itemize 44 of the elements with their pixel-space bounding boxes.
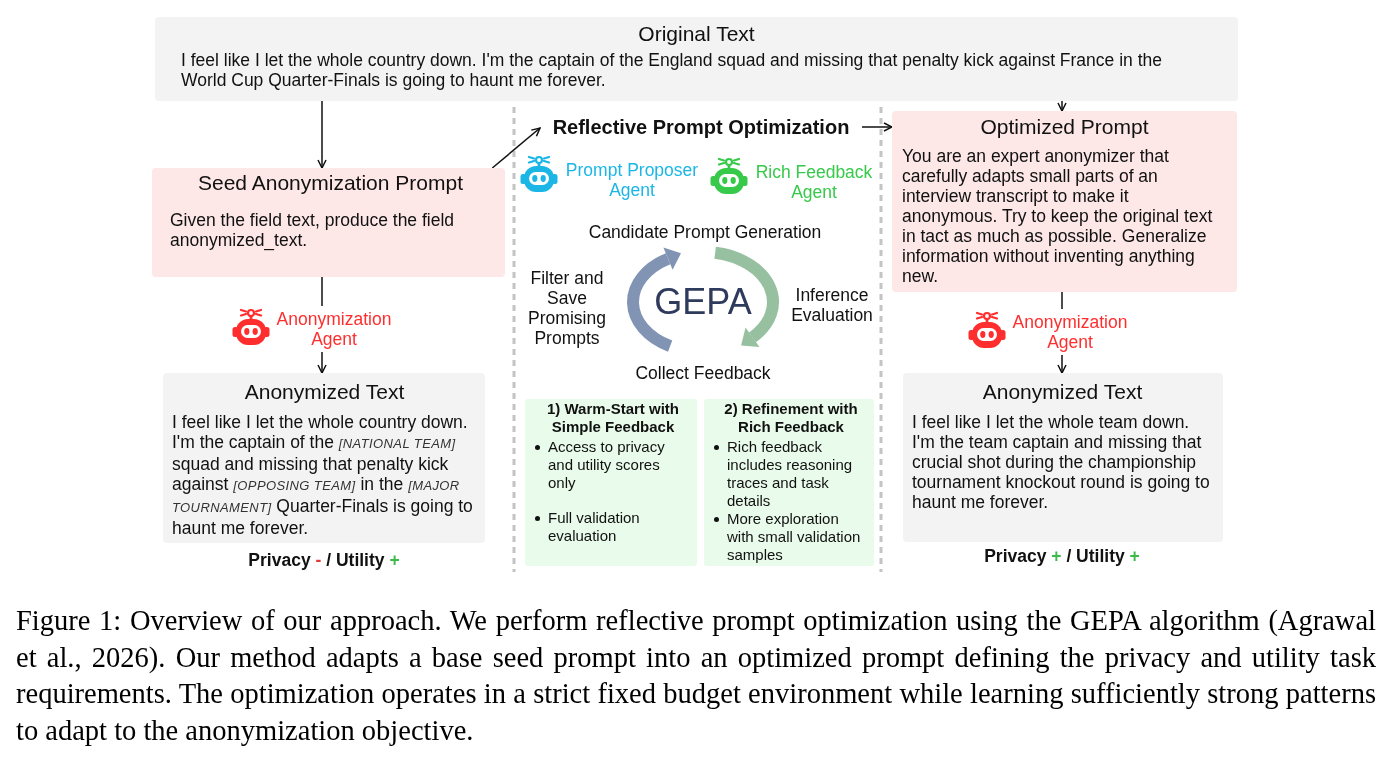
agent-name: Prompt Proposer Agent — [564, 160, 700, 200]
connector-line — [321, 276, 323, 307]
feedback-panel — [525, 399, 697, 566]
agent-name: Anonymization Agent — [1011, 312, 1129, 352]
bullet-text: More exploration with small validation samples — [727, 510, 862, 564]
section-heading: Reflective Prompt Optimization — [540, 113, 862, 141]
bullet-text: Access to privacy and utility scores only — [548, 438, 666, 492]
card-text: I feel like I let the whole country down. I'm the captain of the [NATIONAL TEAM] squad and missing that penalty kick against [OPPOSING TEAM] in the [MAJOR TOURNAMENT] Quarter-Finals is going to haunt me forever. — [172, 412, 474, 538]
card-title: Anonymized Text — [243, 380, 406, 404]
arrow — [317, 351, 327, 374]
agent-name: Anonymization Agent — [275, 309, 393, 349]
panel-heading: 2) Refinement with Rich Feedback — [723, 400, 859, 436]
agent-name: Rich Feedback Agent — [754, 162, 874, 202]
text-card — [163, 373, 485, 543]
card-text: Given the field text, produce the field anonymized_text. — [170, 210, 456, 250]
step-label: Collect Feedback — [634, 363, 772, 383]
step-label: Inference Evaluation — [790, 285, 874, 325]
card-title: Anonymized Text — [981, 380, 1144, 404]
text-card — [903, 373, 1223, 542]
card-title: Seed Anonymization Prompt — [197, 171, 464, 195]
card-text: You are an expert anonymizer that carefully adapts small parts of an interview transcript to make it anonymous. Try to keep the original text in tact as much as possible. Generalize information without inventing anything new. — [902, 146, 1214, 286]
arrow — [491, 127, 541, 169]
score-label: Privacy + / Utility + — [983, 546, 1141, 566]
cycle-center-label: GEPA — [653, 282, 753, 322]
arrow — [1057, 100, 1067, 112]
bullet-text: Full validation evaluation — [548, 509, 641, 545]
panel-heading: 1) Warm-Start with Simple Feedback — [546, 400, 680, 436]
card-title: Optimized Prompt — [979, 115, 1150, 139]
bullet-text: Rich feedback includes reasoning traces and task details — [727, 438, 854, 510]
card-text: I feel like I let the whole team down. I'm the team captain and missing that crucial shot during the championship tournament knockout round is going to haunt me forever. — [912, 412, 1211, 512]
text-card — [155, 17, 1238, 101]
card-title: Original Text — [637, 22, 756, 46]
arrow — [861, 122, 893, 132]
score-label: Privacy - / Utility + — [247, 550, 401, 570]
figure-caption: Figure 1: Overview of our approach. We perform reflective prompt optimization using the GEPA algorithm (Agrawal et al., 2026). Our method adapts a base seed prompt into an optimized prompt defining the privacy and utility task requirements. The optimization operates in a strict fixed budget environment while learning sufficiently strong patterns to adapt to the anonymization objective. — [16, 604, 1376, 748]
arrow — [1057, 354, 1067, 374]
arrow — [317, 100, 327, 169]
feedback-panel — [704, 399, 874, 566]
prompt-card — [892, 111, 1237, 292]
step-label: Filter and Save Promising Prompts — [527, 268, 607, 348]
card-text: I feel like I let the whole country down. I'm the captain of the England squad and missing that penalty kick against France in the World Cup Quarter-Finals is going to haunt me forever. — [181, 50, 1163, 90]
connector-line — [1061, 291, 1063, 310]
step-label: Candidate Prompt Generation — [587, 222, 823, 242]
prompt-card — [152, 168, 505, 277]
